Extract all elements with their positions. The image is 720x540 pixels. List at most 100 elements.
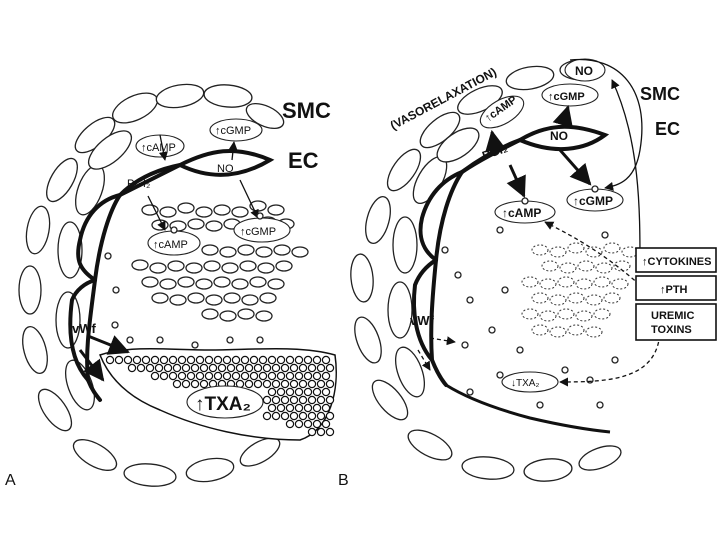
cgmp-lower-a: ↑cGMP [240, 226, 276, 238]
platelet-dot [262, 363, 272, 373]
platelet-dot [298, 363, 308, 373]
platelet-dot [181, 363, 191, 373]
platelet-dot [307, 427, 317, 437]
platelet-dot [136, 363, 146, 373]
platelet-dot [303, 371, 313, 381]
platelet-dot [114, 355, 124, 365]
platelet-dot [298, 411, 308, 421]
platelet-dot [168, 371, 178, 381]
ec-lining-b [515, 124, 610, 152]
lumen-dots-a [104, 200, 309, 349]
vessel-wall-b [445, 383, 611, 434]
platelet-dot [253, 379, 263, 389]
platelet-dot [321, 355, 331, 365]
platelet-dot [316, 411, 326, 421]
platelet-dot [271, 379, 281, 389]
platelet-dot [294, 371, 304, 381]
platelet-dot [190, 379, 200, 389]
platelet-dot [240, 371, 250, 381]
uremic-label-1: UREMIC [651, 310, 694, 322]
platelet-dot [181, 379, 191, 389]
no-top-b: NO [575, 64, 593, 78]
camp-top-a: ↑cAMP [141, 142, 176, 154]
platelet-dot [262, 411, 272, 421]
platelet-dot [190, 363, 200, 373]
no-label-a: NO [217, 163, 234, 175]
platelet-dot [123, 355, 133, 365]
cgmp-bubble-top-a [209, 118, 263, 142]
platelet-dot [199, 363, 209, 373]
platelet-dot [199, 379, 209, 389]
platelet-dot [271, 411, 281, 421]
platelet-dot [280, 395, 290, 405]
platelet-dot [285, 371, 295, 381]
cytokines-box [635, 247, 717, 273]
platelet-dot [177, 371, 187, 381]
platelet-dot [276, 371, 286, 381]
panel-letter-b: B [338, 472, 349, 489]
platelet-dot [312, 371, 322, 381]
platelet-dot [289, 363, 299, 373]
platelet-dot [244, 363, 254, 373]
cgmp-lower-b: ↑cGMP [573, 194, 613, 208]
platelet-dot [303, 403, 313, 413]
platelet-dot [312, 419, 322, 429]
platelet-dot [316, 427, 326, 437]
platelet-dot [312, 355, 322, 365]
platelet-dot [213, 355, 223, 365]
platelet-dot [276, 355, 286, 365]
platelet-dot [145, 363, 155, 373]
platelet-dot [150, 371, 160, 381]
platelet-dot [249, 371, 259, 381]
platelet-dot [321, 403, 331, 413]
platelet-dot [132, 355, 142, 365]
platelet-dot [244, 379, 254, 389]
platelet-dot [325, 427, 335, 437]
uremic-toxins-box [635, 303, 717, 341]
platelet-dot [285, 387, 295, 397]
platelet-dot [316, 379, 326, 389]
platelet-dot [150, 355, 160, 365]
platelet-dot [289, 379, 299, 389]
no-label-b: NO [550, 129, 568, 143]
platelet-dot [213, 371, 223, 381]
platelet-dot [285, 355, 295, 365]
platelet-dot [231, 371, 241, 381]
platelet-dot [159, 355, 169, 365]
platelet-dot [294, 387, 304, 397]
platelet-dot [177, 355, 187, 365]
camp-lower-b: ↑cAMP [502, 206, 541, 220]
platelet-dot [325, 363, 335, 373]
camp-lower-a: ↑cAMP [153, 239, 188, 251]
ec-label-a: EC [288, 148, 319, 173]
platelet-dot [127, 363, 137, 373]
platelet-dot [186, 355, 196, 365]
vwf-label-a: vWf [72, 321, 97, 336]
ec-label-b: EC [655, 119, 680, 139]
platelet-dot [222, 355, 232, 365]
platelet-dot [321, 387, 331, 397]
platelet-dot [280, 379, 290, 389]
platelet-dot [249, 355, 259, 365]
platelet-dot [240, 355, 250, 365]
cgmp-top-b: ↑cGMP [548, 91, 585, 103]
platelet-dot [294, 403, 304, 413]
platelet-dot [226, 363, 236, 373]
platelet-dot [289, 411, 299, 421]
pth-box [635, 275, 717, 301]
platelet-dot [285, 419, 295, 429]
platelet-dot [141, 355, 151, 365]
platelet-dot [307, 363, 317, 373]
platelet-dot [168, 355, 178, 365]
platelet-dot [307, 395, 317, 405]
platelet-dot [271, 363, 281, 373]
smc-label-a: SMC [282, 98, 331, 123]
platelet-dot [235, 363, 245, 373]
pth-label: ↑PTH [660, 284, 688, 296]
txa2-bubble-b [501, 371, 559, 393]
platelet-dot [316, 363, 326, 373]
platelet-dot [280, 411, 290, 421]
smc-cells-a [18, 83, 285, 487]
panel-a: SMC EC ↑cAMP ↑cGMP NO PGI₂ ↑cAMP ↑cGMP v… [5, 83, 337, 489]
